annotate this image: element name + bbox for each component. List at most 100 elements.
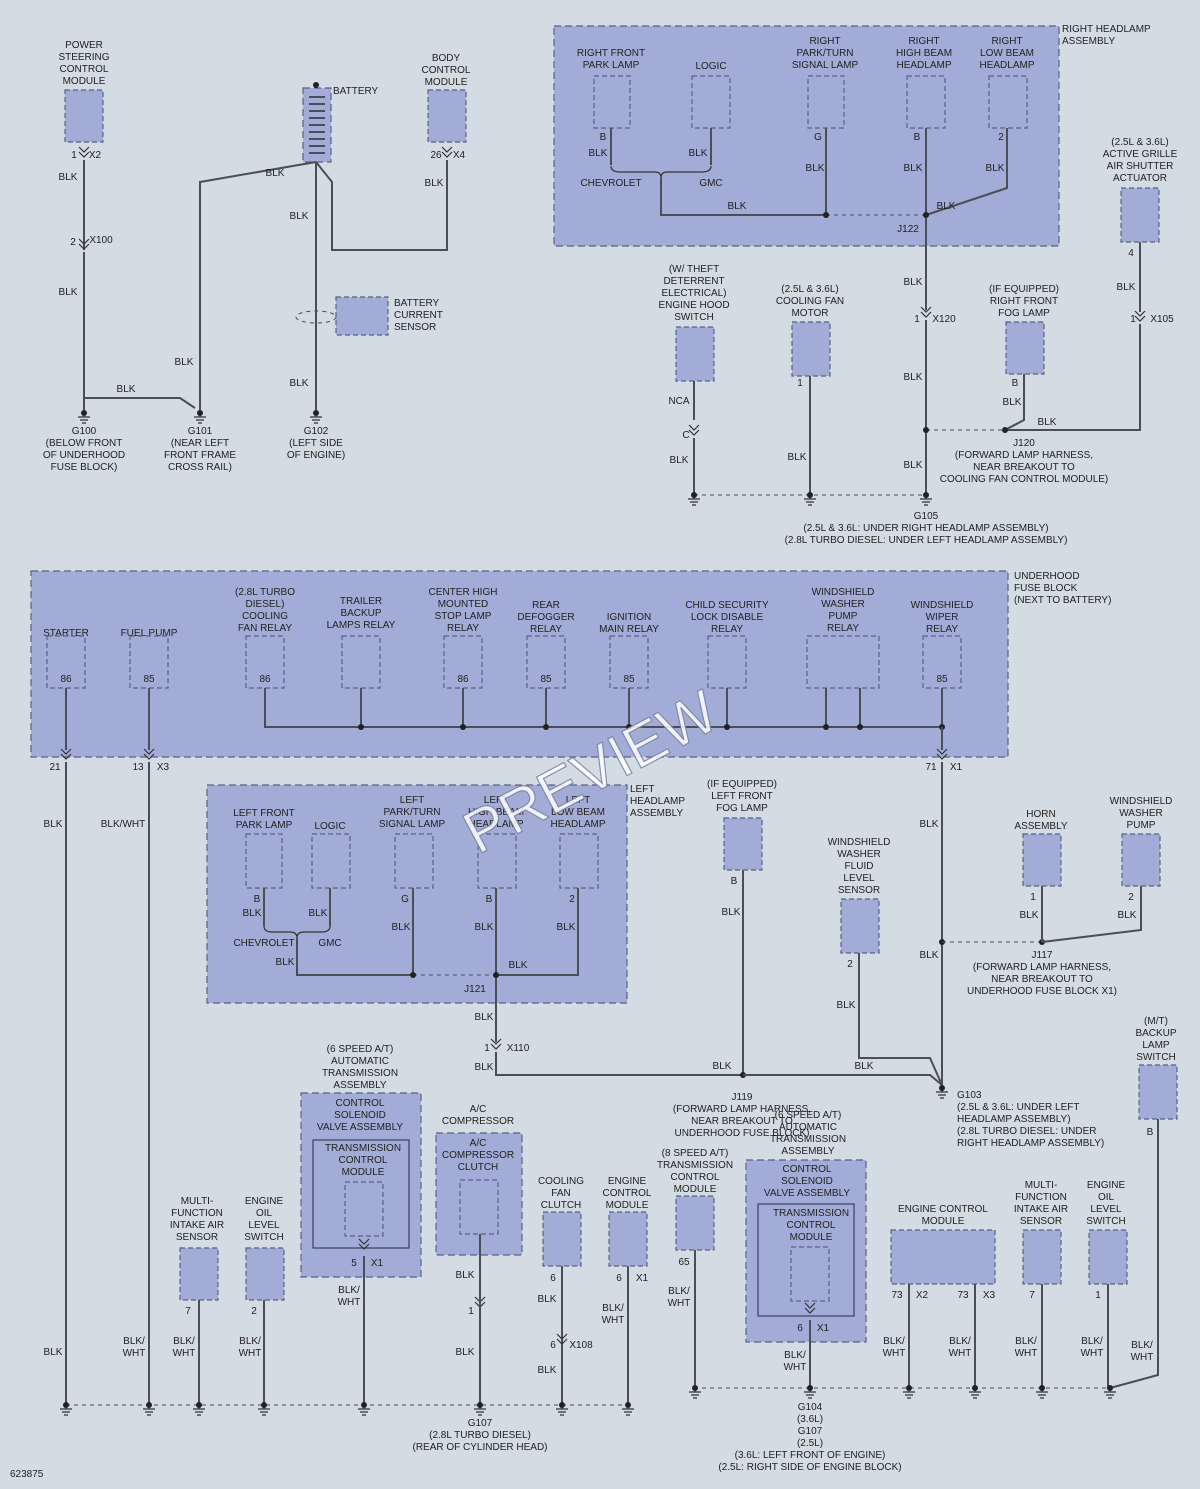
washer-fluid-level-sensor [840, 898, 880, 954]
pin-label: 4 [1128, 248, 1134, 259]
wire-x110-j119 [495, 1052, 743, 1076]
ground-g103-label-line: HEADLAMP ASSEMBLY) [957, 1114, 1071, 1125]
relay-label-6-line: IGNITION [607, 612, 651, 623]
power-steering-module [64, 89, 104, 143]
wire-color-label-line: BLK/ [338, 1285, 360, 1296]
connector-x108: X108 [569, 1340, 593, 1351]
wire-r-to-j122 [660, 178, 826, 216]
right-fog-lamp-label-line: FOG LAMP [998, 308, 1050, 319]
relay-pin-4: 86 [457, 674, 469, 685]
wire-color-label: BLK/WHT [602, 1303, 625, 1326]
wire-color-label: BLK/WHT [1015, 1336, 1038, 1359]
ac-compressor-label-line: COMPRESSOR [442, 1116, 514, 1127]
relay-label-5-line: RELAY [530, 624, 562, 635]
power-steering-module-label-line: MODULE [63, 76, 106, 87]
splice-node [460, 724, 466, 730]
wire-g100-g101 [92, 397, 196, 409]
mfi-sensor-left [179, 1247, 219, 1301]
ground-g101-label-line: CROSS RAIL) [168, 462, 232, 473]
relay-label-3-line: LAMPS RELAY [327, 620, 396, 631]
splice-node [724, 724, 730, 730]
ecm-right-label-line: ENGINE CONTROL [898, 1204, 988, 1215]
solenoid-valve-label-line: SOLENOID [334, 1110, 386, 1121]
ground-g100-label-line: (BELOW FRONT [46, 438, 123, 449]
wire-color-label-line: WHT [1131, 1352, 1154, 1363]
cooling-fan-motor [791, 321, 831, 377]
left-high-beam-label-line: LEFT [484, 795, 508, 806]
relay-label-2-line: (2.8L TURBO [235, 587, 295, 598]
washer-pump [1121, 833, 1161, 887]
wire-color-label: BLK/WHT [1131, 1340, 1154, 1363]
solenoid-valve-label-line: VALVE ASSEMBLY [317, 1122, 403, 1133]
wire-color-label: BLK [456, 1270, 475, 1281]
body-control-module-label-line: CONTROL [422, 65, 471, 76]
transmission-6speed-right-label-line: TRANSMISSION [770, 1134, 846, 1145]
grille-shutter-actuator [1120, 187, 1160, 243]
ground-g103-label-line: (2.8L TURBO DIESEL: UNDER [957, 1126, 1096, 1137]
washer-fluid-sensor-label-line: SENSOR [838, 885, 880, 896]
ground-g107-0-node [63, 1402, 69, 1408]
ground-g101-label-line: (NEAR LEFT [171, 438, 229, 449]
wire-color-label: BLK/WHT [1081, 1336, 1104, 1359]
wire-color-label-line: WHT [1081, 1348, 1104, 1359]
ac-clutch-label-line: CLUTCH [458, 1162, 499, 1173]
wire-color-label: BLK [837, 1000, 856, 1011]
wire-color-label: BLK [538, 1365, 557, 1376]
wire-color-label-line: BLK/ [1015, 1336, 1037, 1347]
mfi-sensor-left-label-line: FUNCTION [171, 1208, 223, 1219]
wire-washer-pump [1041, 886, 1142, 943]
right-logic-label-line: LOGIC [695, 61, 726, 72]
relay-label-3-line: BACKUP [340, 608, 381, 619]
wire-color-label-line: WHT [949, 1348, 972, 1359]
wire-color-label: BLK [904, 277, 923, 288]
wire-color-label-line: BLK/ [239, 1336, 261, 1347]
wire-color-label-line: WHT [883, 1348, 906, 1359]
wire-color-label: BLK [589, 148, 608, 159]
relay-label-7-line: CHILD SECURITY [685, 600, 769, 611]
right-high-beam-label-line: RIGHT [908, 36, 939, 47]
ground-g104-label-line: (3.6L: LEFT FRONT OF ENGINE) [735, 1450, 886, 1461]
ground-g104-label: G104(3.6L)G107(2.5L)(3.6L: LEFT FRONT OF… [718, 1402, 901, 1473]
right-logic-module [691, 75, 731, 129]
splice-node [923, 212, 929, 218]
wire-color-label: BLK [713, 1061, 732, 1072]
underhood-fuse-block-title-line: (NEXT TO BATTERY) [1014, 595, 1111, 606]
right-logic-label: LOGIC [695, 61, 726, 72]
pin-label: B [1147, 1127, 1154, 1138]
power-steering-module-label-line: CONTROL [60, 64, 109, 75]
inline-connector [804, 1302, 816, 1314]
left-fog-lamp-label-line: (IF EQUIPPED) [707, 779, 777, 790]
washer-pump-label-line: WINDSHIELD [1110, 796, 1173, 807]
solenoid-valve-right-label-line: SOLENOID [781, 1176, 833, 1187]
battery-current-sensor-label-line: CURRENT [394, 310, 443, 321]
wire-color-label: BLK [904, 460, 923, 471]
inline-connector [920, 306, 932, 318]
right-park-lamp-label-line: PARK LAMP [583, 60, 640, 71]
ground-g103-node [939, 1085, 945, 1091]
grille-shutter-actuator-label-line: AIR SHUTTER [1107, 161, 1174, 172]
ground-g104-4-node [1039, 1385, 1045, 1391]
inline-connector [688, 424, 700, 436]
wire-color-label-line: BLK/ [173, 1336, 195, 1347]
junction-j120-label: J120(FORWARD LAMP HARNESS,NEAR BREAKOUT … [940, 438, 1109, 485]
pin-label: 1 [1095, 1290, 1101, 1301]
relay-label-4-line: RELAY [447, 623, 479, 634]
transmission-6speed-right-label-line: AUTOMATIC [779, 1122, 837, 1133]
relay-label-8-line: RELAY [827, 623, 859, 634]
ac-compressor-label-line: A/C [470, 1104, 487, 1115]
oil-level-switch-left-label-line: SWITCH [244, 1232, 283, 1243]
mfi-sensor-right-label-line: SENSOR [1020, 1216, 1062, 1227]
relay-label-2-line: FAN RELAY [238, 623, 293, 634]
connector-x105: X105 [1150, 314, 1174, 325]
right-fog-lamp-label-line: (IF EQUIPPED) [989, 284, 1059, 295]
